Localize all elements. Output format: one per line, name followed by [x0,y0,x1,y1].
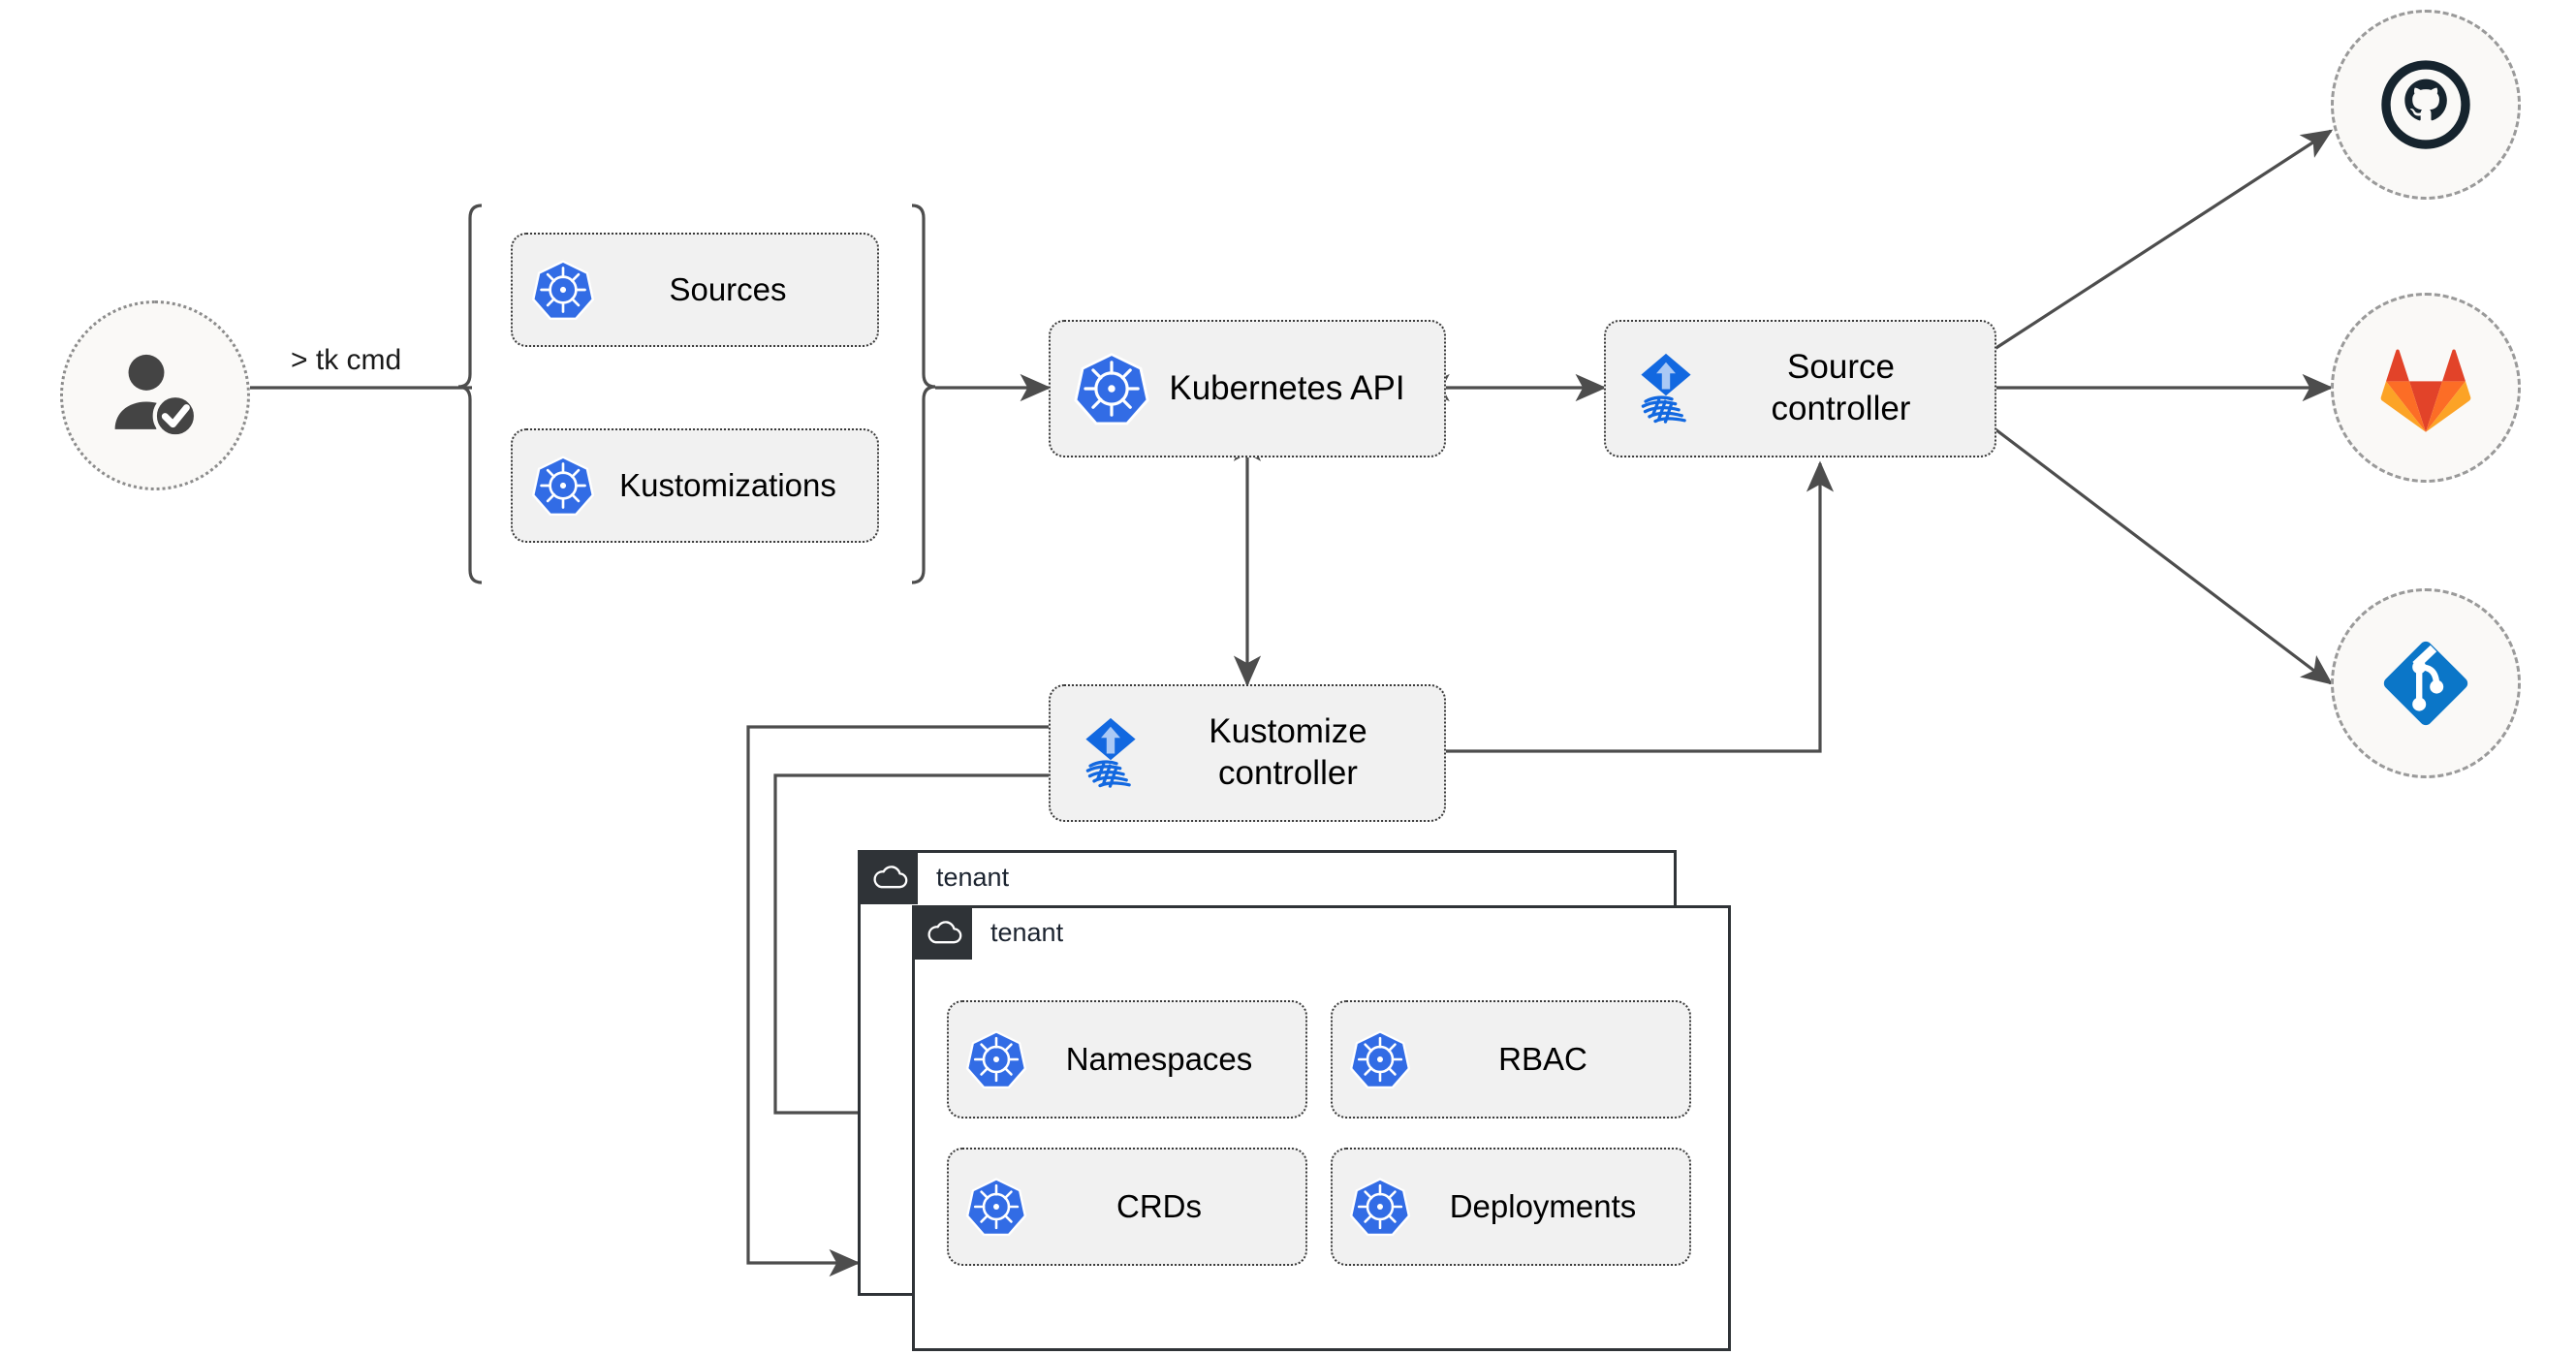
brace-left [457,204,483,584]
brace-right [911,204,936,584]
source-controller-label: Source controller [1771,348,1911,427]
tenant-resource-namespaces-label: Namespaces [1065,1040,1253,1077]
kubernetes-icon [1072,349,1151,428]
kubernetes-icon [530,453,596,519]
azure-repos-icon [2383,641,2468,726]
kubernetes-icon [530,257,596,323]
kubernetes-icon [964,1175,1028,1239]
tenant-resource-deployments-label: Deployments [1449,1187,1637,1224]
tenant-resource-namespaces[interactable]: Namespaces [947,1000,1307,1119]
provider-github[interactable] [2331,10,2521,200]
flux-icon [1625,348,1707,429]
kubernetes-icon [964,1027,1028,1091]
tenant-outer-label: tenant [936,862,1010,892]
resource-kustomizations-label: Kustomizations [619,466,836,503]
kustomize-controller-node[interactable]: Kustomize controller [1049,684,1446,822]
wire-source-to-github [1991,129,2334,353]
tenant-resource-crds-label: CRDs [1116,1187,1202,1224]
tenant-inner-tab [912,905,972,960]
tenant-resource-rbac[interactable]: RBAC [1331,1000,1691,1119]
source-controller-node[interactable]: Source controller [1604,320,1996,457]
flux-icon [1070,712,1151,794]
cloud-icon [927,921,962,944]
tenant-outer-tab [858,850,918,904]
wire-kustomize-to-source [1446,460,1835,753]
resource-kustomizations-node[interactable]: Kustomizations [511,428,879,543]
resource-sources-node[interactable]: Sources [511,233,879,347]
gitlab-icon [2380,349,2471,432]
tenant-resource-deployments[interactable]: Deployments [1331,1148,1691,1266]
kustomize-controller-label: Kustomize controller [1209,712,1367,792]
command-label: > tk cmd [291,344,402,376]
tenant-resource-crds[interactable]: CRDs [947,1148,1307,1266]
kubernetes-icon [1348,1175,1412,1239]
kubernetes-api-node[interactable]: Kubernetes API [1049,320,1446,457]
user-check-icon [114,354,199,439]
kubernetes-api-label: Kubernetes API [1169,368,1405,407]
provider-gitlab[interactable] [2331,293,2521,483]
tenant-inner-label: tenant [990,917,1064,947]
github-icon [2381,60,2470,149]
tenant-resource-rbac-label: RBAC [1498,1040,1587,1077]
kubernetes-icon [1348,1027,1412,1091]
operator-avatar [60,300,250,490]
provider-azure-repos[interactable] [2331,588,2521,778]
tenant-cluster-inner[interactable]: tenant [912,905,1731,1351]
cloud-icon [873,866,908,889]
resource-sources-label: Sources [669,270,787,307]
wire-source-to-azure-repos [1991,425,2334,685]
